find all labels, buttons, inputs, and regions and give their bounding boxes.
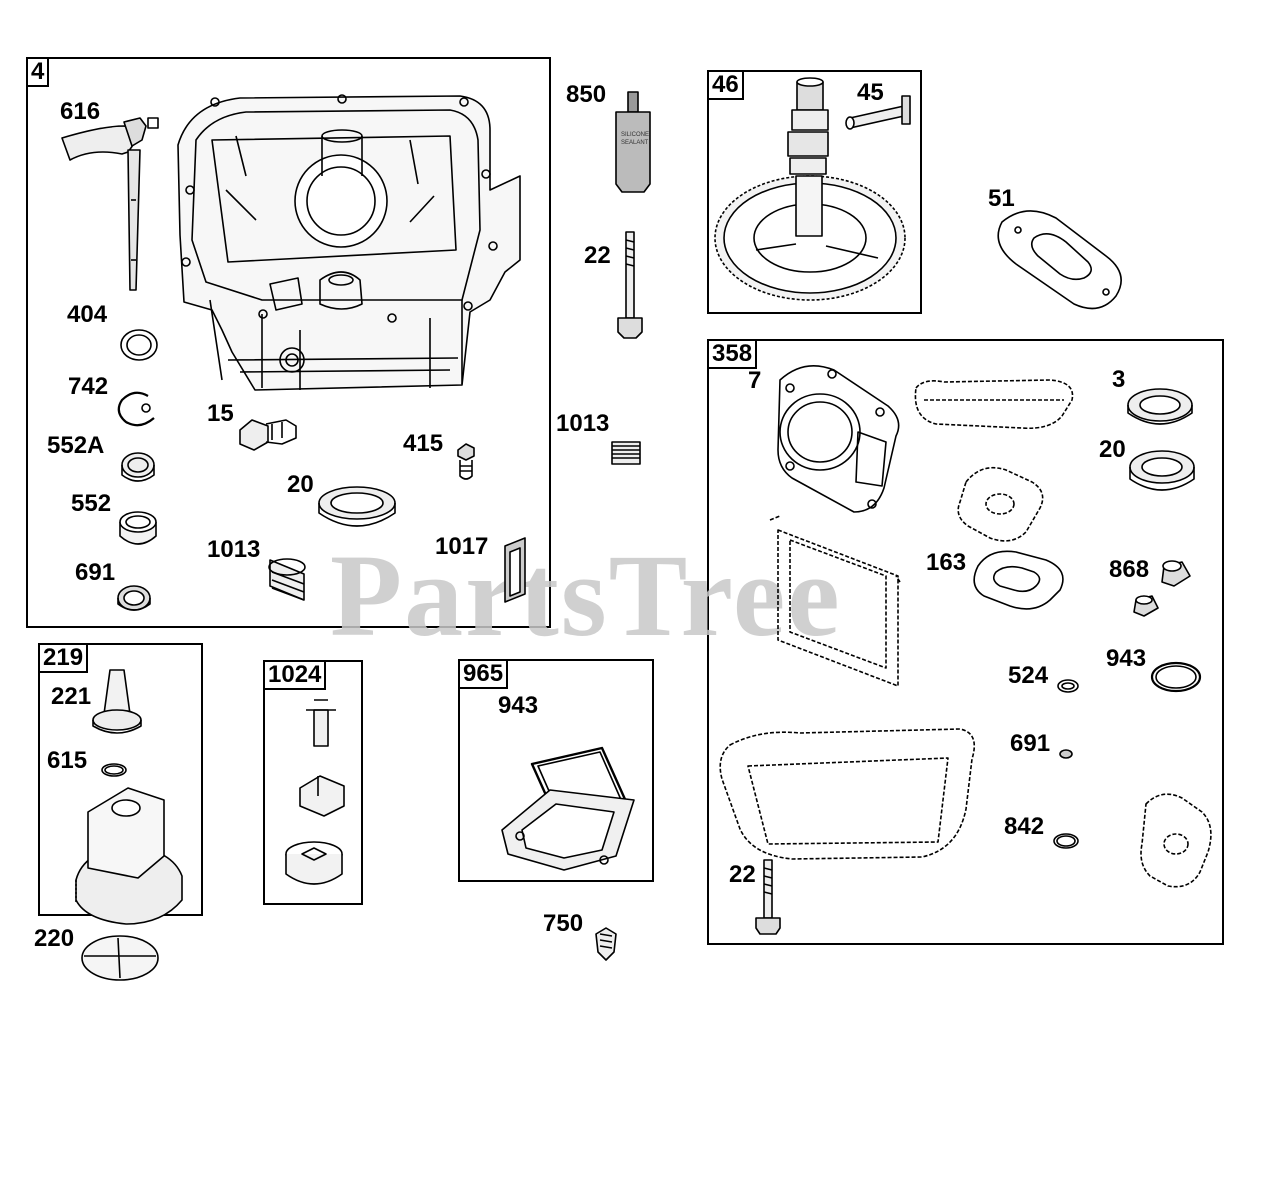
lifter-45-icon <box>845 95 911 130</box>
gasket-middle-icon <box>957 466 1044 542</box>
label-221: 221 <box>51 683 92 710</box>
box-358: 358 <box>707 339 1224 945</box>
label-1017: 1017 <box>435 533 489 560</box>
label-742: 742 <box>68 373 109 400</box>
bolt-22-icon <box>617 231 643 339</box>
governor-pin-221-icon <box>92 669 142 734</box>
label-1013: 1013 <box>207 536 261 563</box>
bushing-552a-icon <box>121 452 155 482</box>
bolt-22-lower-icon <box>755 859 781 935</box>
label-868: 868 <box>1109 556 1150 583</box>
label-51: 51 <box>988 185 1015 212</box>
dowel-1013-icon <box>268 558 306 601</box>
label-943-right: 943 <box>1106 645 1147 672</box>
sealant-tube-850-icon: SILICONE SEALANT <box>615 91 651 193</box>
box-965: 965 <box>458 659 654 882</box>
label-1013-right: 1013 <box>556 410 610 437</box>
ring-691-right-icon <box>1059 749 1073 759</box>
base-gasket-icon <box>719 728 976 860</box>
box-1024-tag: 1024 <box>263 660 327 690</box>
screw-415-icon <box>457 443 475 480</box>
plug-15-icon <box>239 419 297 451</box>
label-404: 404 <box>67 301 108 328</box>
box-4-tag: 4 <box>26 57 50 87</box>
label-750: 750 <box>543 910 584 937</box>
crankcase-sump-4-icon <box>177 94 521 391</box>
gasket-51-icon <box>997 210 1122 310</box>
label-691-right: 691 <box>1010 730 1051 757</box>
label-943: 943 <box>498 692 539 719</box>
box-1024: 1024 <box>263 660 363 905</box>
head-gasket-7-icon <box>777 364 900 513</box>
seal-691-icon <box>117 585 151 611</box>
bearing-20-icon <box>318 486 396 527</box>
dowel-868-icon <box>1161 560 1191 587</box>
label-220: 220 <box>34 925 75 952</box>
label-45: 45 <box>857 79 884 106</box>
label-22: 22 <box>584 242 611 269</box>
svg-text:SILICONE: SILICONE <box>621 132 649 138</box>
pump-rotor-inner-icon <box>299 775 345 817</box>
governor-gear-icon <box>75 787 183 925</box>
box-219-tag: 219 <box>38 643 89 673</box>
ring-404-icon <box>120 329 158 361</box>
oring-943-right-icon <box>1150 661 1202 693</box>
ring-842-icon <box>1053 833 1079 849</box>
watermark: PartsTree <box>330 530 842 661</box>
box-965-tag: 965 <box>458 659 509 689</box>
cover-gasket-icon <box>769 515 901 687</box>
gasket-side-right-icon <box>1140 793 1212 888</box>
washer-220-icon <box>81 935 159 981</box>
box-358-tag: 358 <box>707 339 758 369</box>
label-15: 15 <box>207 400 234 427</box>
label-3: 3 <box>1112 366 1126 393</box>
label-615: 615 <box>47 747 88 774</box>
ring-615-icon <box>101 763 127 777</box>
gasket-dashed-top-icon <box>914 379 1074 430</box>
label-22-lower: 22 <box>729 861 756 888</box>
part-1017-icon <box>504 537 526 603</box>
label-7: 7 <box>748 367 762 394</box>
label-691: 691 <box>75 559 116 586</box>
label-20: 20 <box>287 471 314 498</box>
governor-shaft-616-icon <box>61 117 159 291</box>
screw-750-icon <box>595 927 617 961</box>
label-850: 850 <box>566 81 607 108</box>
ring-524-icon <box>1057 679 1079 693</box>
svg-text:SEALANT: SEALANT <box>621 140 649 146</box>
clip-742-icon <box>117 391 155 427</box>
label-20-right: 20 <box>1099 436 1126 463</box>
dowel-868b-icon <box>1133 595 1159 617</box>
box-46: 46 <box>707 70 922 314</box>
bushing-552-icon <box>119 511 157 545</box>
label-415: 415 <box>403 430 444 457</box>
label-524: 524 <box>1008 662 1049 689</box>
dowel-1013-right-icon <box>611 441 641 465</box>
pump-shaft-icon <box>306 699 336 747</box>
pump-cover-icon <box>501 789 635 871</box>
label-616: 616 <box>60 98 101 125</box>
label-842: 842 <box>1004 813 1045 840</box>
label-552: 552 <box>71 490 112 517</box>
label-552a: 552A <box>47 432 105 459</box>
camshaft-gear-46-icon <box>714 77 906 301</box>
gasket-163-icon <box>973 550 1064 610</box>
seal-3-icon <box>1127 388 1193 425</box>
pump-rotor-outer-icon <box>285 841 343 885</box>
box-46-tag: 46 <box>707 70 744 100</box>
bearing-20-right-icon <box>1129 450 1195 491</box>
label-163: 163 <box>926 549 967 576</box>
box-4: 4 <box>26 57 551 628</box>
